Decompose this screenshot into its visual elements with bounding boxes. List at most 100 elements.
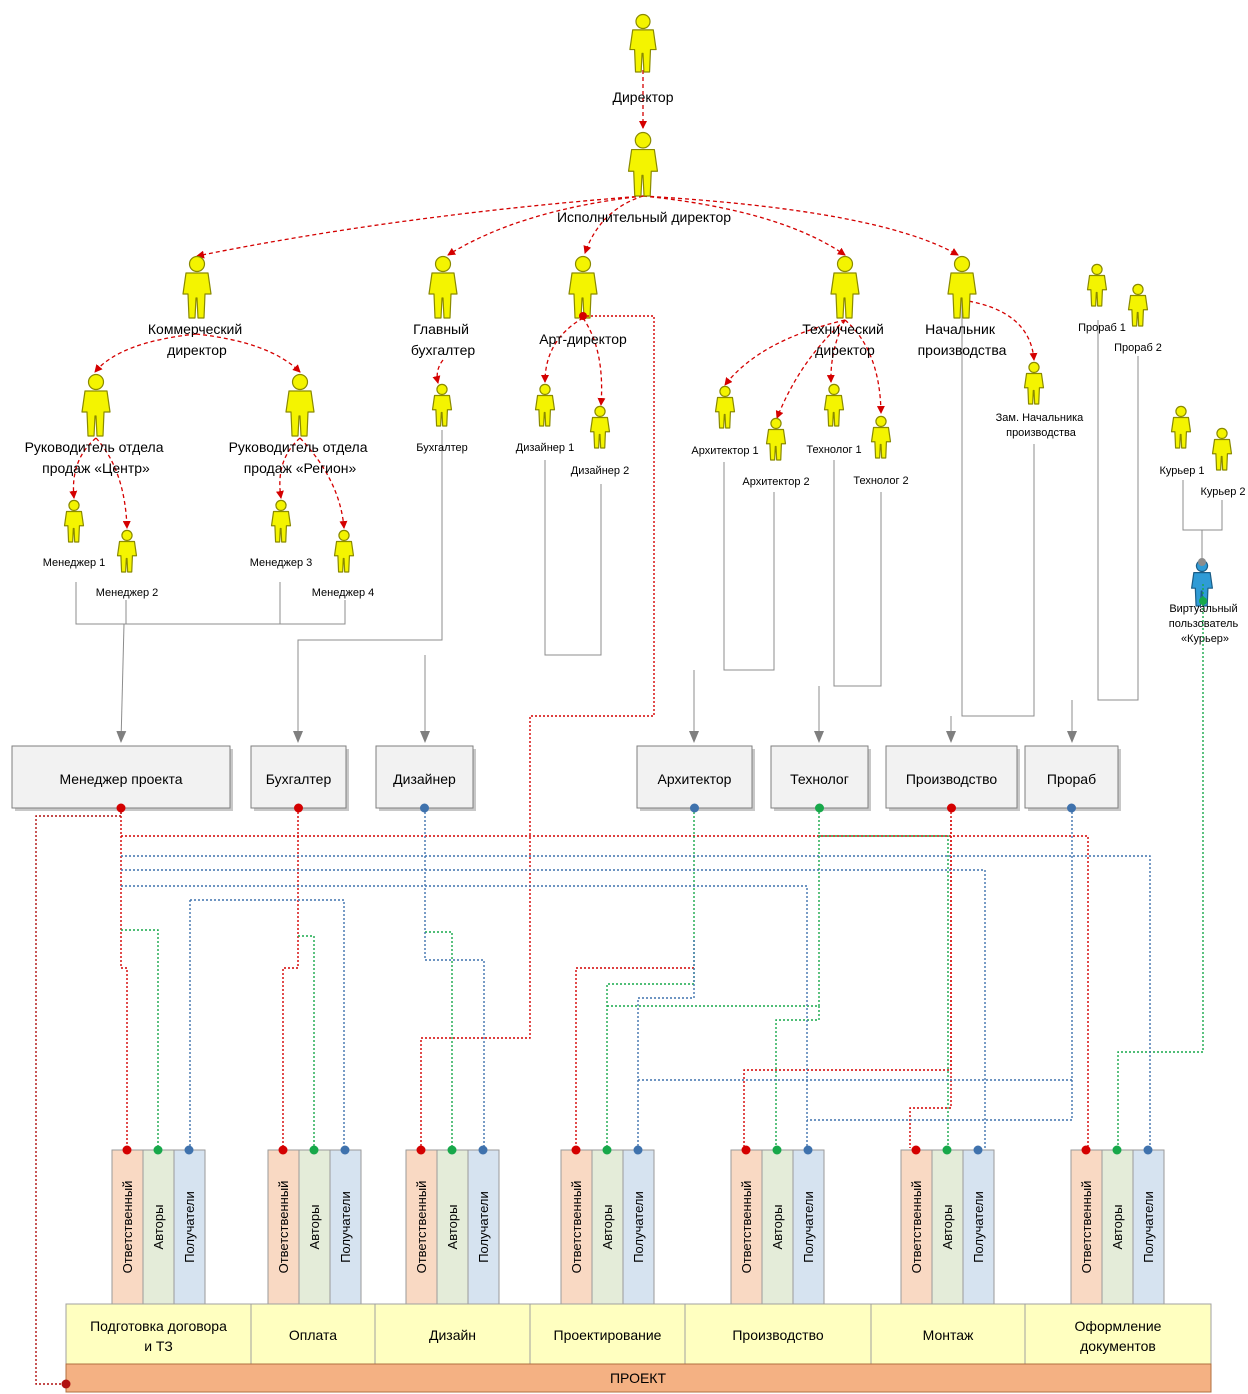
phase-label: Дизайн bbox=[429, 1327, 476, 1343]
column-responsible-label: Ответственный bbox=[739, 1181, 754, 1274]
group-architect-label: Архитектор bbox=[658, 771, 732, 787]
phase-cell[interactable]: Проектирование bbox=[529, 1303, 686, 1365]
column-authors[interactable]: Авторы bbox=[591, 1145, 624, 1305]
hierarchy-arrows bbox=[69, 70, 1038, 529]
column-recipients[interactable]: Получатели bbox=[1132, 1145, 1165, 1305]
group-architect-box[interactable]: Архитектор bbox=[636, 745, 755, 813]
phase-2-columns: Ответственный Авторы Получатели bbox=[267, 1145, 362, 1305]
column-authors-label: Авторы bbox=[1110, 1205, 1125, 1250]
column-responsible[interactable]: Ответственный bbox=[111, 1145, 144, 1305]
column-authors-label: Авторы bbox=[600, 1205, 615, 1250]
column-responsible-label: Ответственный bbox=[414, 1181, 429, 1274]
commercial-director-label-line2: директор bbox=[167, 342, 227, 358]
svg-text:Зам. Начальника производ: Зам. Начальника производства bbox=[996, 412, 1087, 439]
director-person-icon bbox=[629, 13, 657, 73]
column-recipients-label: Получатели bbox=[631, 1191, 646, 1263]
technologist-2-label: Технолог 2 bbox=[853, 475, 908, 487]
column-recipients-dot bbox=[184, 1145, 194, 1155]
svg-text:Виртуальный пользователь: Виртуальный пользователь «Курьер» bbox=[1169, 603, 1242, 645]
column-responsible-dot bbox=[416, 1145, 426, 1155]
technologist-1-person-icon bbox=[823, 383, 845, 427]
phase-cell[interactable]: Производство bbox=[684, 1303, 872, 1365]
column-responsible-dot bbox=[122, 1145, 132, 1155]
sales-head-center-person-icon bbox=[81, 373, 111, 437]
column-authors[interactable]: Авторы bbox=[1101, 1145, 1134, 1305]
group-accountant-label: Бухгалтер bbox=[266, 771, 332, 787]
technical-director-label-line2: директор bbox=[815, 342, 875, 358]
foreman-2-label: Прораб 2 bbox=[1114, 342, 1162, 354]
project-label: ПРОЕКТ bbox=[610, 1370, 666, 1386]
column-responsible-dot bbox=[741, 1145, 751, 1155]
column-authors-label: Авторы bbox=[307, 1205, 322, 1250]
phase-label: Производство bbox=[732, 1327, 823, 1343]
group-designer-port-dot bbox=[420, 803, 429, 813]
foreman-1-label: Прораб 1 bbox=[1078, 322, 1126, 334]
sales-head-center-label-line2: продаж «Центр» bbox=[42, 460, 150, 476]
column-responsible[interactable]: Ответственный bbox=[730, 1145, 763, 1305]
column-responsible-label: Ответственный bbox=[569, 1181, 584, 1274]
courier-2-person-icon bbox=[1211, 427, 1233, 471]
column-authors[interactable]: Авторы bbox=[142, 1145, 175, 1305]
courier-1-person-icon bbox=[1170, 405, 1192, 449]
group-designer-box[interactable]: Дизайнер bbox=[375, 745, 476, 813]
column-authors[interactable]: Авторы bbox=[436, 1145, 469, 1305]
column-recipients[interactable]: Получатели bbox=[792, 1145, 825, 1305]
column-recipients[interactable]: Получатели bbox=[622, 1145, 655, 1305]
column-responsible-dot bbox=[1081, 1145, 1091, 1155]
column-authors[interactable]: Авторы bbox=[298, 1145, 331, 1305]
column-recipients[interactable]: Получатели bbox=[467, 1145, 500, 1305]
column-responsible[interactable]: Ответственный bbox=[1070, 1145, 1103, 1305]
group-project-manager-box[interactable]: Менеджер проекта bbox=[11, 745, 233, 813]
group-accountant-box[interactable]: Бухгалтер bbox=[250, 745, 349, 813]
phase-7-columns: Ответственный Авторы Получатели bbox=[1070, 1145, 1165, 1305]
phase-cell[interactable]: Монтаж bbox=[870, 1303, 1026, 1365]
column-authors-dot bbox=[309, 1145, 319, 1155]
column-responsible-label: Ответственный bbox=[276, 1181, 291, 1274]
sales-head-center-label-line1: Руководитель отдела bbox=[25, 439, 164, 455]
group-technologist-box[interactable]: Технолог bbox=[770, 745, 871, 813]
group-foreman-box[interactable]: Прораб bbox=[1024, 745, 1121, 813]
column-responsible[interactable]: Ответственный bbox=[900, 1145, 933, 1305]
group-production-port-dot bbox=[947, 803, 956, 813]
column-authors[interactable]: Авторы bbox=[761, 1145, 794, 1305]
column-responsible[interactable]: Ответственный bbox=[267, 1145, 300, 1305]
architect-2-label: Архитектор 2 bbox=[742, 476, 809, 488]
column-responsible[interactable]: Ответственный bbox=[405, 1145, 438, 1305]
column-authors-dot bbox=[602, 1145, 612, 1155]
svg-text:Руководитель отдела прод: Руководитель отдела продаж «Центр» bbox=[25, 439, 168, 476]
manager-3-label: Менеджер 3 bbox=[250, 557, 313, 569]
manager-4-label: Менеджер 4 bbox=[312, 587, 375, 599]
column-authors-dot bbox=[447, 1145, 457, 1155]
technologist-2-person-icon bbox=[870, 415, 892, 459]
group-architect-port-dot bbox=[690, 803, 699, 813]
project-bar[interactable]: ПРОЕКТ bbox=[61, 1363, 1212, 1393]
manager-2-person-icon bbox=[116, 529, 138, 573]
group-technologist-port-dot bbox=[815, 803, 824, 813]
people-labels: Директор Исполнительный директор Коммерч… bbox=[25, 89, 1246, 645]
architect-1-person-icon bbox=[714, 385, 736, 429]
exec-director-label: Исполнительный директор bbox=[557, 209, 731, 225]
phase-cell[interactable]: Оплата bbox=[250, 1303, 376, 1365]
column-authors-dot bbox=[153, 1145, 163, 1155]
column-recipients[interactable]: Получатели bbox=[329, 1145, 362, 1305]
column-recipients-label: Получатели bbox=[971, 1191, 986, 1263]
group-production-box[interactable]: Производство bbox=[885, 745, 1020, 813]
column-authors-label: Авторы bbox=[940, 1205, 955, 1250]
architect-2-person-icon bbox=[765, 417, 787, 461]
head-of-production-person-icon bbox=[947, 255, 977, 319]
phase-cell[interactable]: Дизайн bbox=[374, 1303, 531, 1365]
column-recipients[interactable]: Получатели bbox=[173, 1145, 206, 1305]
column-recipients[interactable]: Получатели bbox=[962, 1145, 995, 1305]
column-responsible[interactable]: Ответственный bbox=[560, 1145, 593, 1305]
designer-1-person-icon bbox=[534, 383, 556, 427]
group-accountant-port-dot bbox=[294, 803, 303, 813]
designer-2-label: Дизайнер 2 bbox=[571, 465, 629, 477]
column-authors[interactable]: Авторы bbox=[931, 1145, 964, 1305]
